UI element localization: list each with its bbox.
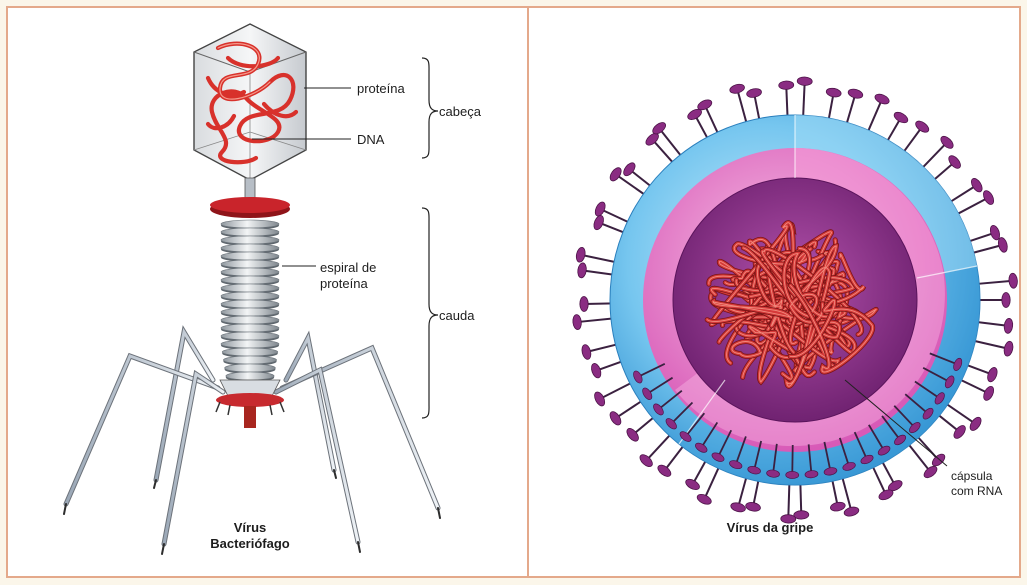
brackets — [422, 58, 438, 418]
label-tail: cauda — [439, 308, 474, 323]
flu-virus-drawing — [529, 8, 1021, 578]
label-dna: DNA — [357, 132, 384, 147]
label-capsule-line2: com RNA — [951, 484, 1002, 499]
phage-head — [194, 24, 306, 180]
tail-sheath — [221, 220, 279, 382]
caption-flu: Vírus da gripe — [705, 520, 835, 536]
base-plate — [216, 380, 284, 428]
label-head: cabeça — [439, 104, 481, 119]
label-capsule-line1: cápsula — [951, 469, 992, 484]
caption-phage-line1: Vírus — [202, 520, 298, 536]
bacteriophage-panel: proteína DNA cabeça espiral de proteína … — [6, 6, 530, 578]
label-protein: proteína — [357, 81, 405, 96]
phage-collar — [210, 197, 290, 218]
bacteriophage-drawing — [8, 8, 530, 578]
label-spiral-line1: espiral de — [320, 260, 376, 275]
caption-phage-line2: Bacteriófago — [202, 536, 298, 552]
flu-virus-panel: cápsula com RNA Vírus da gripe — [527, 6, 1021, 578]
label-spiral-line2: proteína — [320, 276, 368, 291]
phage-neck — [245, 178, 255, 198]
